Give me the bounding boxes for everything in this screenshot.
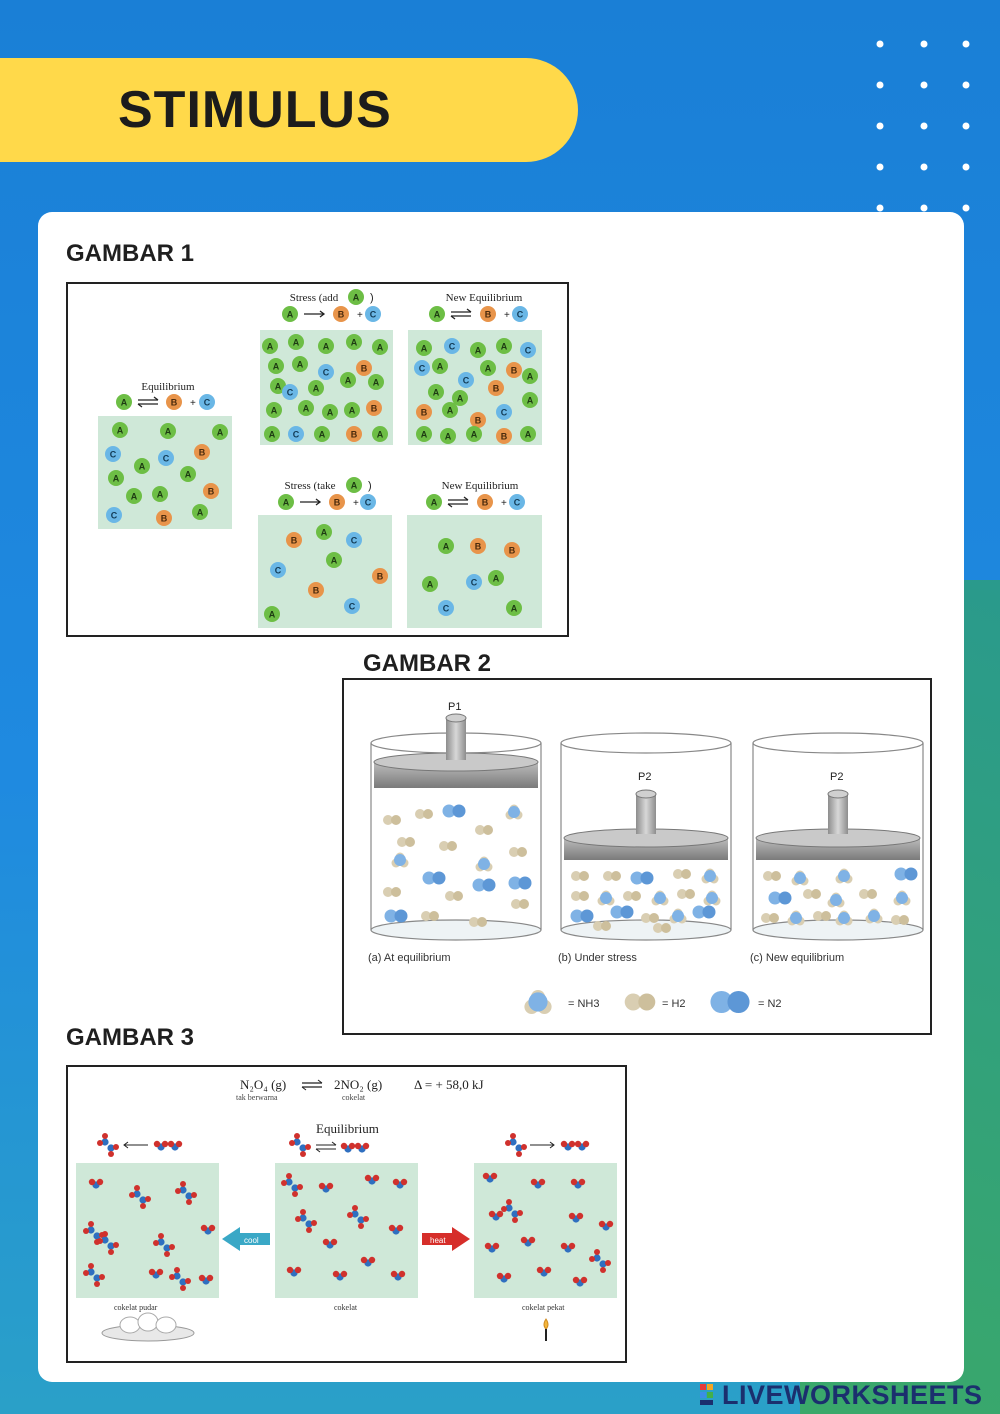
figure1-heading: GAMBAR 1 <box>66 240 195 267</box>
plus-sign: + <box>190 398 196 409</box>
p1-label: P1 <box>448 701 461 713</box>
eq-title-3: Equilibrium <box>316 1121 379 1136</box>
stress-take-title: Stress (take <box>284 480 335 492</box>
figure1-diagram: A B C Equilibrium + Stress (add ) + New … <box>98 289 542 628</box>
sub-right: cokelat <box>342 1093 366 1102</box>
decorative-dots <box>876 40 970 212</box>
svg-text:+: + <box>501 498 507 509</box>
liveworksheets-logo-icon <box>700 1384 713 1405</box>
new-eq-title-top: New Equilibrium <box>446 292 523 304</box>
eq-title: Equilibrium <box>141 381 195 393</box>
heat-arrow <box>422 1227 470 1251</box>
figure1-frame: A B C Equilibrium + Stress (add ) + New … <box>66 282 569 637</box>
figure3-frame: N₂O₄ (g) 2NO₂ (g) Δ = + 58,0 kJ tak berw… <box>66 1065 627 1363</box>
figure2-diagram: P1 (a) At equilibrium P2 (b) Under stres… <box>368 701 924 1014</box>
sub-left: tak berwarna <box>236 1093 278 1102</box>
svg-text:): ) <box>368 480 372 492</box>
caption-cool: cokelat pudar <box>114 1303 158 1312</box>
figure2-frame: P1 (a) At equilibrium P2 (b) Under stres… <box>342 678 932 1035</box>
figure3-heading: GAMBAR 3 <box>66 1024 195 1051</box>
legend-n2: = N2 <box>758 998 782 1010</box>
caption-equilibrium: cokelat <box>334 1303 358 1312</box>
reaction-left: N₂O₄ (g) <box>240 1077 286 1092</box>
figure2-heading: GAMBAR 2 <box>363 650 492 677</box>
svg-text:+: + <box>357 310 363 321</box>
title-banner <box>0 58 578 162</box>
legend-nh3: = NH3 <box>568 998 600 1010</box>
p2-label-c: P2 <box>830 771 843 783</box>
watermark-text: LIVEWORKSHEETS <box>722 1380 983 1410</box>
caption-c: (c) New equilibrium <box>750 952 844 964</box>
reaction-right: 2NO₂ (g) <box>334 1077 382 1092</box>
legend-h2: = H2 <box>662 998 686 1010</box>
new-eq-title-bottom: New Equilibrium <box>442 480 519 492</box>
panel-new-eq-bottom <box>407 515 542 628</box>
page-title: STIMULUS <box>118 81 392 139</box>
figure3-diagram: N₂O₄ (g) 2NO₂ (g) Δ = + 58,0 kJ tak berw… <box>76 1077 617 1342</box>
svg-text:): ) <box>370 292 374 304</box>
svg-text:+: + <box>504 310 510 321</box>
svg-text:+: + <box>353 498 359 509</box>
caption-heat: cokelat pekat <box>522 1303 565 1312</box>
stress-add-title: Stress (add <box>290 292 339 304</box>
caption-a: (a) At equilibrium <box>368 952 451 964</box>
panel-heat <box>474 1163 617 1298</box>
heat-label: heat <box>430 1236 446 1245</box>
cool-arrow <box>222 1227 270 1251</box>
cool-label: cool <box>244 1236 259 1245</box>
reaction-delta: Δ = + 58,0 kJ <box>414 1077 484 1092</box>
caption-b: (b) Under stress <box>558 952 637 964</box>
p2-label-b: P2 <box>638 771 651 783</box>
